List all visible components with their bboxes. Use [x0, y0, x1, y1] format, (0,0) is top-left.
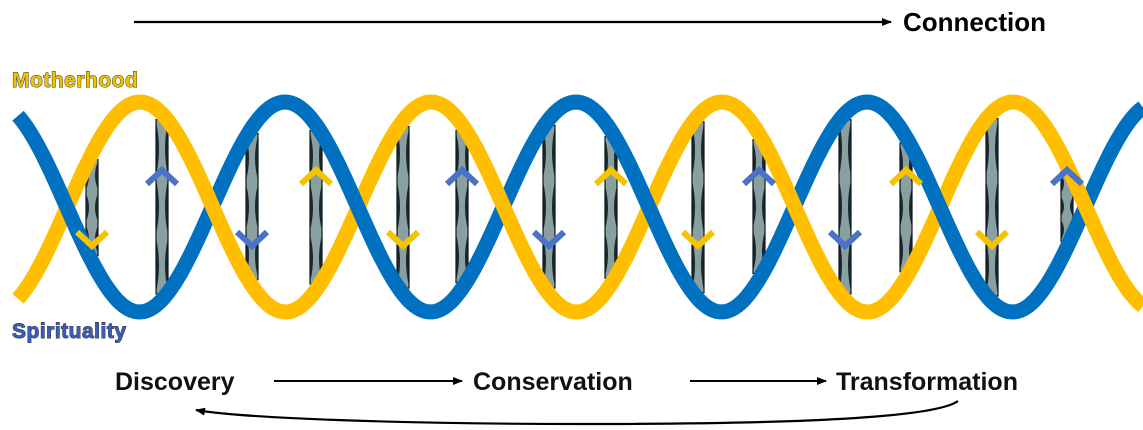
double-helix-icon: [18, 102, 1143, 312]
motherhood-label: Motherhood: [12, 70, 138, 91]
spirituality-label: Spirituality: [12, 321, 127, 342]
stage-discovery: Discovery: [115, 370, 235, 395]
curved-return-arrow-icon: [196, 401, 958, 424]
stage-transformation: Transformation: [836, 370, 1018, 395]
stage-conservation: Conservation: [473, 370, 633, 395]
connection-label: Connection: [903, 9, 1046, 35]
